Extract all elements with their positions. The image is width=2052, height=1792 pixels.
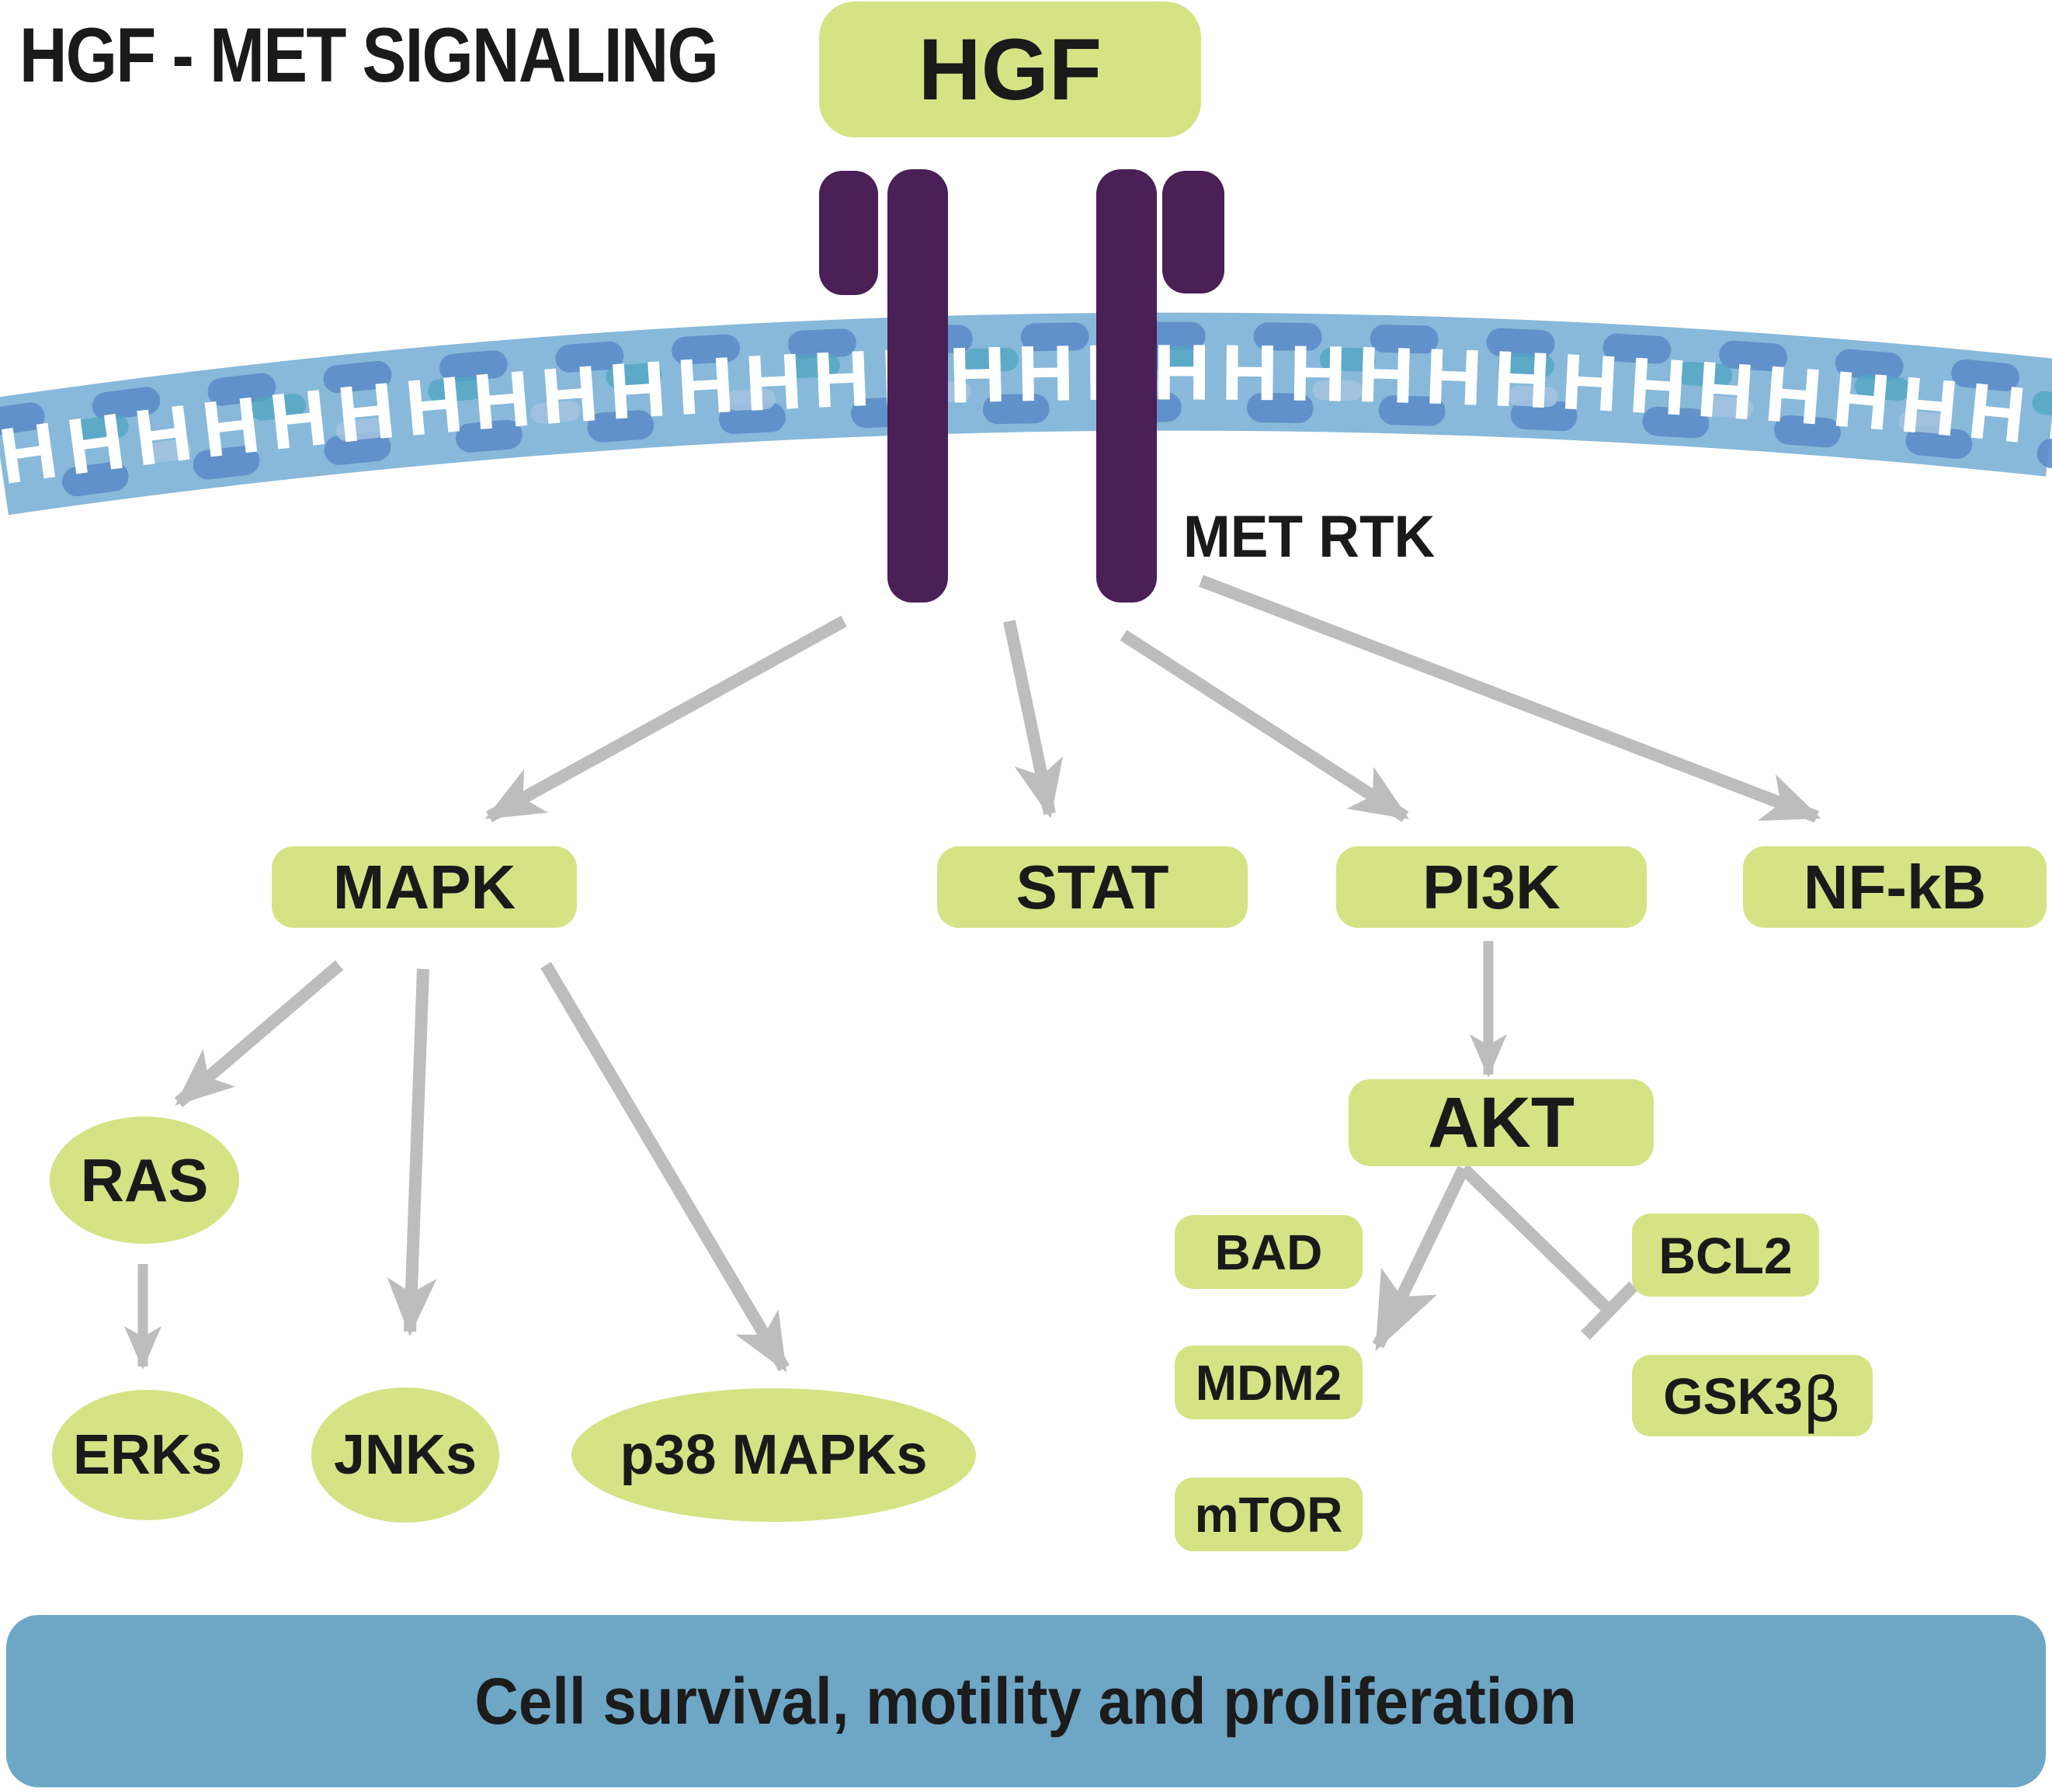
node-mdm2-label: MDM2 [1195,1354,1342,1411]
node-hgf: HGF [819,2,1201,137]
node-nfkb: NF-kB [1743,846,2047,928]
node-bcl2: BCL2 [1632,1214,1819,1297]
node-jnks-label: JNKs [333,1424,477,1486]
node-gsk3b-beta: β [1802,1365,1842,1436]
outcome-bar: Cell survival, motility and proliferatio… [6,1615,2046,1787]
receptor-label: MET RTK [1183,504,1436,570]
receptor-bar-tall-right [1096,169,1157,603]
node-bad: BAD [1175,1215,1363,1289]
node-ras-label: RAS [80,1145,209,1214]
edge-receptor-nfkb [1199,575,1821,823]
node-bcl2-label: BCL2 [1658,1226,1793,1284]
node-akt: AKT [1349,1079,1654,1166]
node-p38-mapks: p38 MAPKs [571,1388,976,1522]
node-jnks: JNKs [311,1387,499,1523]
node-erks-label: ERKs [72,1424,223,1486]
receptor-bar-tall-left [887,169,948,603]
edge-mapk-p38 [540,961,790,1373]
node-mapk: MAPK [272,846,577,928]
node-p38-mapks-label: p38 MAPKs [620,1424,928,1486]
node-mdm2: MDM2 [1175,1346,1363,1419]
receptor-bar-short-right [1162,171,1224,293]
inhibition-bar [1581,1281,1638,1340]
node-mtor: mTOR [1175,1478,1363,1551]
node-stat: STAT [937,846,1248,928]
edge-akt-gsk3b [1459,1164,1638,1340]
node-pi3k-label: PI3K [1422,852,1561,922]
node-gsk3b-label: GSK3 [1663,1367,1803,1425]
outcome-label: Cell survival, motility and proliferatio… [474,1664,1578,1738]
node-ras: RAS [50,1117,239,1244]
met-receptor [819,169,1224,603]
edge-mapk-ras [174,960,344,1108]
node-akt-label: AKT [1427,1082,1575,1162]
node-erks: ERKs [52,1390,243,1520]
node-hgf-label: HGF [918,21,1102,118]
node-bad-label: BAD [1214,1224,1323,1280]
node-nfkb-label: NF-kB [1803,852,1987,922]
node-stat-label: STAT [1016,852,1169,922]
edge-akt-mdm2 [1372,1165,1470,1352]
edge-receptor-pi3k [1120,630,1410,822]
node-mtor-label: mTOR [1194,1486,1343,1543]
signal-arrows [124,575,1821,1373]
node-pi3k: PI3K [1336,846,1647,928]
receptor-bar-short-left [819,171,878,295]
diagram-title: HGF - MET SIGNALING [19,12,719,98]
edge-receptor-mapk [484,615,847,823]
node-mapk-label: MAPK [332,852,516,922]
edge-receptor-stat [1003,620,1064,818]
edge-mapk-jnks [387,968,437,1336]
